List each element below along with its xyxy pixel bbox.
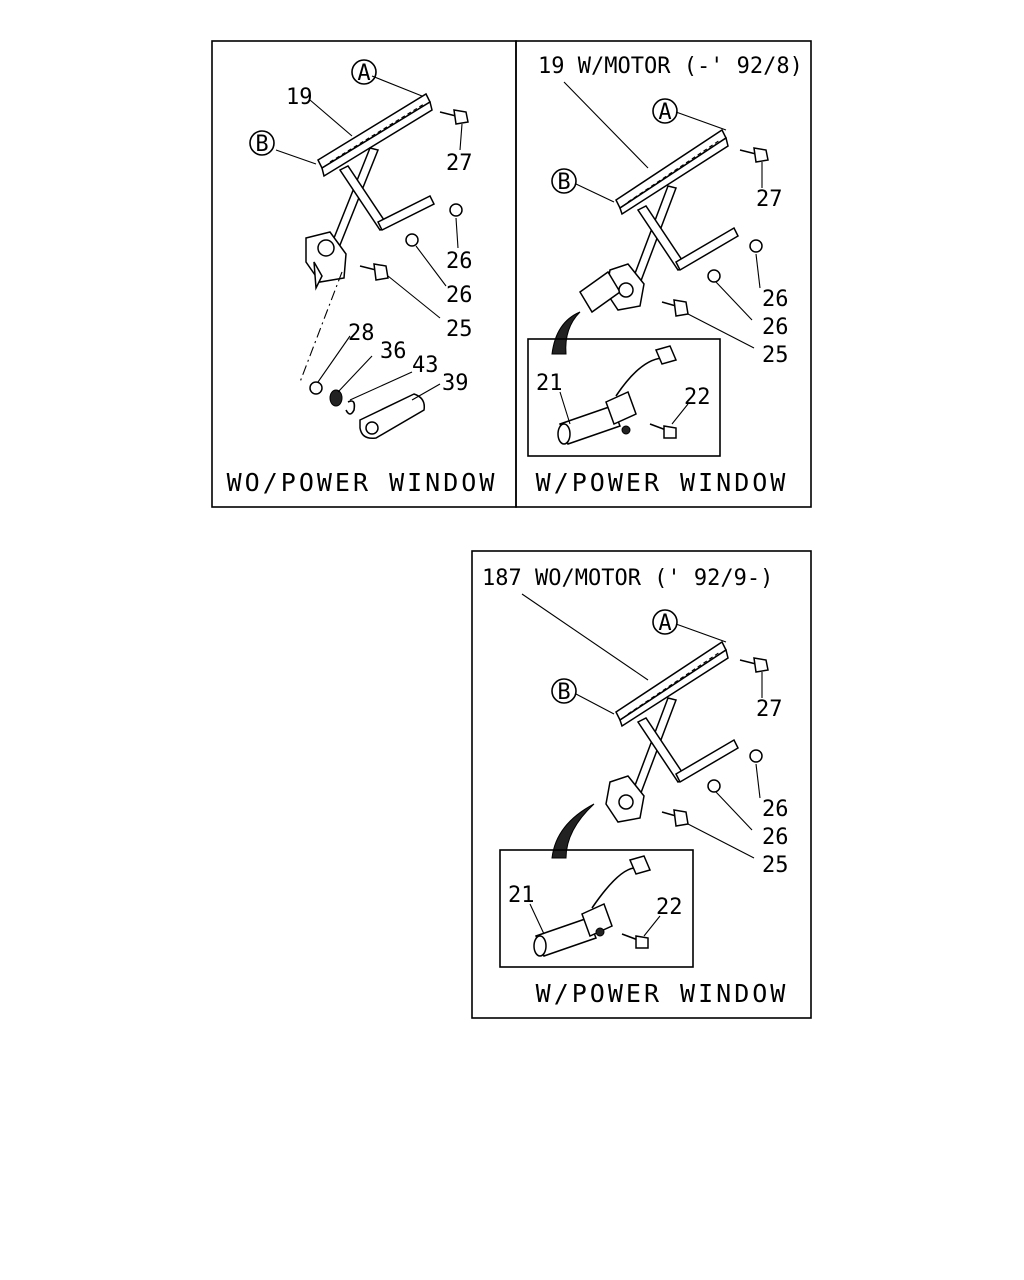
callout-27: 27 <box>446 151 473 176</box>
window-regulator-manual <box>305 92 436 291</box>
callout-43: 43 <box>412 353 439 378</box>
bolt-25-icon <box>661 809 689 827</box>
nut-26-icon <box>449 203 463 217</box>
callout-28: 28 <box>348 321 375 346</box>
callout-19: 19 <box>286 85 313 110</box>
callout-26: 26 <box>762 797 789 822</box>
panel-w-power-window-motor: 19 W/MOTOR (-' 92/8) <box>515 40 812 508</box>
washer-28-icon <box>309 381 323 395</box>
callout-26: 26 <box>762 825 789 850</box>
ref-b-label: B <box>557 170 570 195</box>
callout-22: 22 <box>684 385 711 410</box>
nut-26-icon <box>707 779 721 793</box>
bolt-27-icon <box>439 109 469 125</box>
arrow-icon <box>551 803 595 859</box>
callout-39: 39 <box>442 371 469 396</box>
callout-26: 26 <box>446 283 473 308</box>
callout-26: 26 <box>762 287 789 312</box>
panel-wo-power-window: A B 19 27 26 26 25 28 36 43 39 WO/POWER … <box>211 40 517 508</box>
spring-36-icon <box>329 389 343 407</box>
callout-25: 25 <box>446 317 473 342</box>
nut-26-icon <box>707 269 721 283</box>
bolt-25-icon <box>359 263 389 281</box>
panel-caption: WO/POWER WINDOW <box>227 468 498 497</box>
clip-43-icon <box>345 400 356 415</box>
panel-caption: W/POWER WINDOW <box>536 468 789 497</box>
callout-22: 22 <box>656 895 683 920</box>
screw-22-icon <box>621 933 649 949</box>
window-motor-21-icon <box>533 855 652 957</box>
callout-36: 36 <box>380 339 407 364</box>
callout-27: 27 <box>756 187 783 212</box>
window-regulator-power <box>579 128 739 314</box>
window-motor-21-icon <box>557 345 678 445</box>
ref-a-label: A <box>658 100 671 125</box>
bolt-27-icon <box>739 657 769 673</box>
callout-21: 21 <box>508 883 535 908</box>
motor-inset <box>499 849 694 968</box>
bolt-25-icon <box>661 299 689 317</box>
ref-b-label: B <box>255 132 268 157</box>
callout-27: 27 <box>756 697 783 722</box>
arrow-icon <box>551 311 581 355</box>
motor-inset <box>527 338 721 457</box>
nut-26-icon <box>749 749 763 763</box>
callout-26: 26 <box>762 315 789 340</box>
callout-26: 26 <box>446 249 473 274</box>
panel-caption: W/POWER WINDOW <box>536 979 789 1008</box>
nut-26-icon <box>405 233 419 247</box>
screw-22-icon <box>649 423 677 439</box>
panel-title: 187 WO/MOTOR (' 92/9-) <box>482 566 773 591</box>
nut-26-icon <box>749 239 763 253</box>
ref-a-label: A <box>658 611 671 636</box>
callout-25: 25 <box>762 343 789 368</box>
panel-title: 19 W/MOTOR (-' 92/8) <box>538 54 803 79</box>
window-regulator-power <box>605 640 739 823</box>
panel-w-power-window-no-motor: 187 WO/MOTOR (' 92/9-) <box>471 550 812 1019</box>
bolt-27-icon <box>739 147 769 163</box>
ref-b-label: B <box>557 680 570 705</box>
ref-a-label: A <box>357 61 370 86</box>
callout-21: 21 <box>536 371 563 396</box>
callout-25: 25 <box>762 853 789 878</box>
